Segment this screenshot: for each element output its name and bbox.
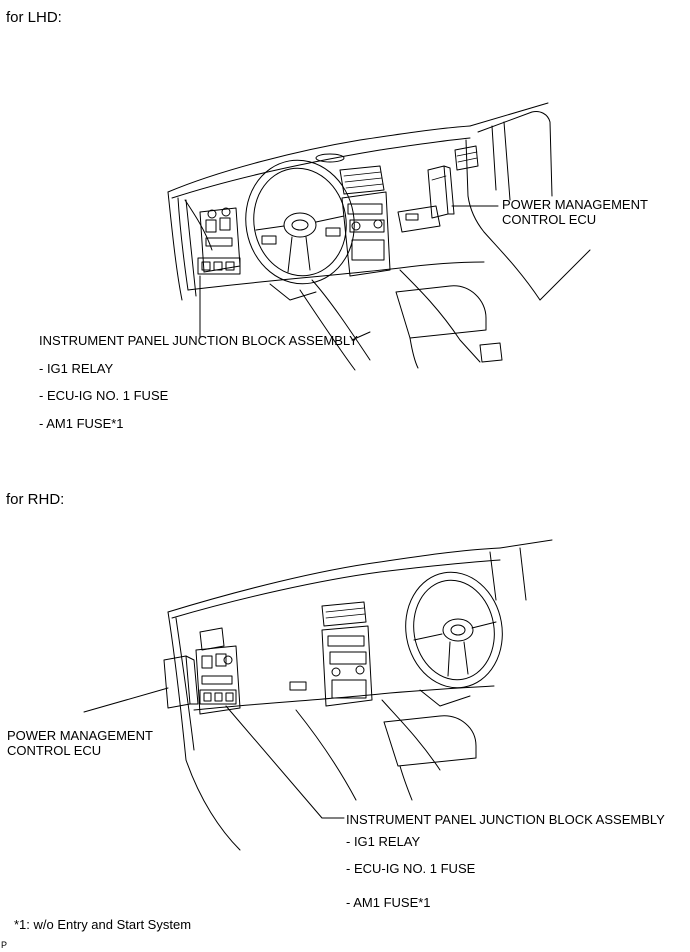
rhd-dashboard-drawing: [163, 539, 553, 851]
lhd-dashboard-drawing: [167, 102, 591, 371]
lhd-junction-leader-tail: [351, 331, 371, 341]
rhd-ecu-leader: [83, 687, 169, 713]
lhd-item-am1-fuse: - AM1 FUSE*1: [39, 416, 124, 431]
lhd-heading: for LHD:: [6, 9, 62, 26]
rhd-item-am1-fuse: - AM1 FUSE*1: [346, 895, 431, 910]
lhd-item-ig1-relay: - IG1 RELAY: [39, 361, 114, 376]
footnote: *1: w/o Entry and Start System: [14, 917, 192, 932]
corner-mark: P: [1, 940, 8, 950]
rhd-heading: for RHD:: [6, 491, 65, 508]
lhd-ecu-label: POWER MANAGEMENT CONTROL ECU: [502, 197, 648, 227]
rhd-junction-leader: [225, 705, 345, 819]
rhd-ecu-label: POWER MANAGEMENT CONTROL ECU: [7, 728, 153, 758]
rhd-item-ecu-ig-fuse: - ECU-IG NO. 1 FUSE: [346, 861, 476, 876]
rhd-junction-label: INSTRUMENT PANEL JUNCTION BLOCK ASSEMBLY: [346, 812, 665, 827]
lhd-item-ecu-ig-fuse: - ECU-IG NO. 1 FUSE: [39, 388, 169, 403]
lhd-junction-label: INSTRUMENT PANEL JUNCTION BLOCK ASSEMBLY: [39, 333, 358, 348]
rhd-item-ig1-relay: - IG1 RELAY: [346, 834, 421, 849]
